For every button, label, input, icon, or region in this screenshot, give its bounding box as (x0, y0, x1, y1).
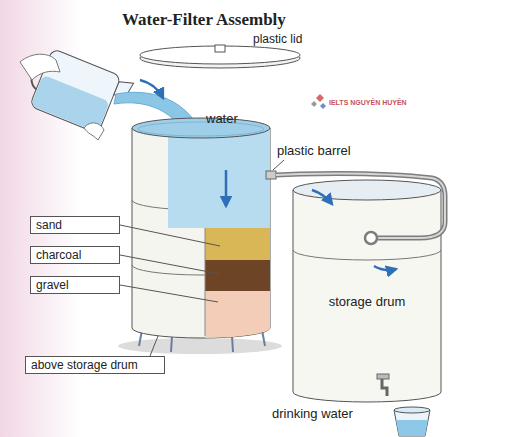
hand (84, 123, 104, 140)
pipe-ring (365, 232, 377, 244)
water-jug (20, 45, 134, 139)
part-label-box: sand (30, 216, 120, 234)
leader-line (150, 336, 158, 356)
barrel-cutaway (168, 128, 270, 341)
barrel-top (132, 118, 270, 138)
diagram-title: Water-Filter Assembly (122, 10, 286, 30)
leader-line (120, 255, 220, 274)
plastic-lid (140, 46, 300, 64)
cup-water (396, 420, 428, 436)
drum-tap (382, 378, 387, 396)
part-label: above storage drum (26, 357, 164, 373)
water-layer (168, 128, 270, 228)
part-name: plastic barrel (277, 143, 351, 158)
watermark-logo (316, 94, 324, 102)
barrel-rim (138, 122, 264, 136)
part-label: gravel (31, 277, 119, 293)
drum-top (293, 180, 441, 200)
cutaway-edge (205, 228, 206, 336)
flow-arrow (225, 170, 228, 206)
part-name: plastic lid (253, 32, 302, 46)
cup-rim (394, 407, 430, 413)
watermark-logo (311, 101, 317, 107)
storage-drum: storage drum (290, 178, 444, 406)
charcoal-layer (205, 260, 270, 291)
outlet-fitting (266, 171, 276, 179)
watermark-logo (320, 103, 326, 109)
flow-arrow (312, 190, 332, 204)
part-label: sand (31, 217, 119, 233)
gravel-layer (205, 291, 270, 341)
drum-outline (290, 178, 444, 406)
drinking-cup (394, 410, 430, 436)
lid-knob (215, 45, 225, 52)
part-label-box: above storage drum (25, 356, 165, 374)
hand (20, 54, 60, 80)
part-name: water (206, 111, 238, 126)
transfer-pipe (276, 174, 445, 239)
part-label-box: charcoal (30, 246, 120, 264)
tap-handle (377, 374, 389, 379)
watermark: IELTS NGUYỄN HUYỀN (329, 99, 407, 106)
shadow (118, 338, 282, 354)
part-name: drinking water (272, 406, 353, 421)
part-label: charcoal (31, 247, 119, 263)
leader-line (273, 160, 284, 170)
drum-label: storage drum (290, 294, 444, 309)
flow-arrow (374, 266, 396, 270)
part-label-box: gravel (30, 276, 120, 294)
pipe-highlight (276, 174, 445, 239)
leader-line (120, 225, 220, 246)
drum-seam (293, 250, 441, 260)
sand-layer (205, 228, 270, 260)
flow-arrow (140, 80, 163, 98)
leader-line (120, 285, 218, 302)
